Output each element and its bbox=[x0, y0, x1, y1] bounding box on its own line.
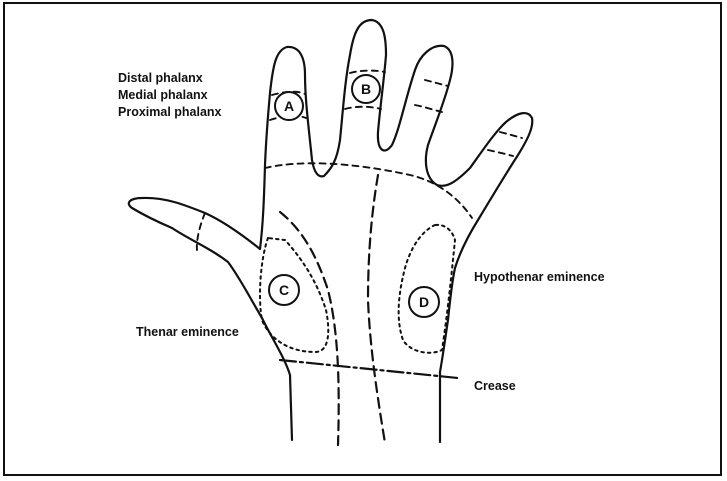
region-d-label: D bbox=[419, 294, 429, 310]
label-crease: Crease bbox=[474, 378, 516, 394]
region-b-label: B bbox=[361, 81, 371, 97]
region-a-label: A bbox=[284, 98, 294, 114]
label-thenar-eminence: Thenar eminence bbox=[136, 324, 239, 340]
region-c-label: C bbox=[279, 282, 289, 298]
thenar-dashed-line bbox=[280, 212, 339, 445]
crease-line bbox=[280, 360, 458, 378]
center-dashed-line bbox=[368, 175, 385, 443]
label-proximal-phalanx: Proximal phalanx bbox=[118, 104, 222, 120]
label-distal-phalanx: Distal phalanx bbox=[118, 70, 203, 86]
label-hypothenar-eminence: Hypothenar eminence bbox=[474, 269, 605, 285]
label-medial-phalanx: Medial phalanx bbox=[118, 87, 208, 103]
